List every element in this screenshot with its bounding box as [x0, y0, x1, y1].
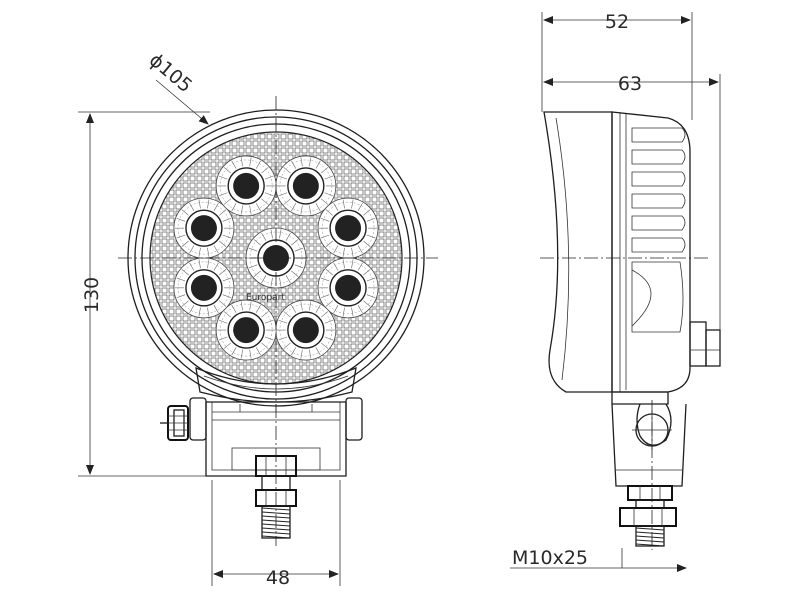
- led-chip: [190, 274, 217, 301]
- side-view: [540, 111, 721, 550]
- side-dimensions: 52 63 M10x25: [510, 11, 721, 572]
- led-reflector: [275, 155, 337, 217]
- cooling-fin: [631, 149, 686, 165]
- bolt-size-label: M10x25: [512, 547, 588, 569]
- led-reflector: [275, 299, 337, 361]
- lower-cover: [195, 366, 357, 403]
- side-adjust-knob: [160, 405, 189, 441]
- cooling-fins: [631, 127, 686, 253]
- diameter-label: ϕ105: [145, 49, 197, 97]
- cooling-fin: [631, 127, 686, 143]
- side-housing-body: [611, 111, 691, 393]
- front-view: Europart: [118, 96, 438, 546]
- led-reflector: [215, 299, 277, 361]
- diameter-leader: [155, 79, 209, 125]
- led-reflector: [317, 257, 379, 319]
- led-chip: [335, 274, 362, 301]
- side-bracket: [611, 403, 687, 487]
- cooling-fin: [631, 215, 686, 231]
- led-reflector: [215, 155, 277, 217]
- side-bottom-base: [611, 391, 669, 405]
- bracket-width-label: 48: [266, 567, 290, 589]
- cable-connector: [689, 321, 721, 367]
- led-chip: [233, 172, 260, 199]
- led-group: [173, 155, 379, 361]
- cooling-fin: [631, 237, 686, 253]
- led-chip: [292, 317, 319, 344]
- led-chip: [190, 215, 217, 242]
- depth-body-label: 52: [605, 11, 629, 33]
- cooling-fin: [631, 171, 686, 187]
- side-lens-inner: [555, 117, 570, 381]
- led-chip: [335, 215, 362, 242]
- led-chip: [233, 317, 260, 344]
- cooling-fin: [631, 193, 686, 209]
- side-mounting-bolt: [619, 485, 677, 547]
- side-lens-profile: [543, 111, 613, 393]
- led-reflector: [173, 257, 235, 319]
- lower-heat-sink: [631, 261, 684, 333]
- led-reflector: [173, 197, 235, 259]
- led-chip: [292, 172, 319, 199]
- depth-total-label: 63: [618, 73, 642, 95]
- led-reflector: [317, 197, 379, 259]
- logo-text: Europart: [246, 293, 285, 303]
- height-dimension-label: 130: [81, 277, 103, 313]
